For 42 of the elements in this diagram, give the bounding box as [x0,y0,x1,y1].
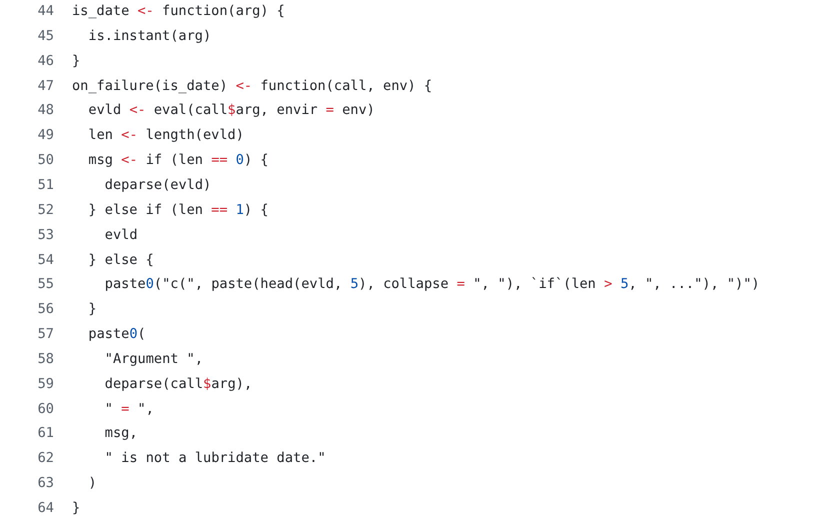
code-line: evld [104,226,138,244]
code-line: } [88,300,97,318]
line-number: 58 [36,350,54,368]
code-line: deparse(call$arg), [104,374,252,393]
code-line: len <- length(evld) [88,126,244,144]
code-line: evld <- eval(call$arg, envir = env) [88,101,375,120]
code-line: } [72,52,80,70]
line-number: 55 [36,275,54,294]
line-number: 57 [36,325,54,344]
line-number: 49 [36,126,54,144]
line-number: 60 [36,400,54,418]
line-number: 50 [36,151,54,170]
line-number: 47 [36,76,54,95]
code-line: is.instant(arg) [88,26,212,45]
code-line: ) [88,474,97,492]
code-line: " is not a lubridate date." [104,449,326,468]
code-line: "Argument ", [104,350,204,368]
code-line: paste0( [88,325,146,344]
line-number: 53 [36,226,54,244]
code-line: " = ", [104,400,154,418]
line-number: 54 [36,250,54,268]
line-number: 64 [36,499,54,517]
code-line: } else if (len == 1) { [88,200,268,219]
code-line: on_failure(is_date) <- function(call, env) { [72,76,432,95]
line-number: 61 [36,424,54,442]
line-number: 44 [36,2,54,20]
line-number: 59 [36,374,54,393]
code-line: is_date <- function(arg) { [72,2,285,20]
code-line: msg <- if (len == 0) { [88,151,268,170]
code-line: } else { [88,250,154,268]
code-line: msg, [104,424,138,442]
line-number: 52 [36,200,54,219]
line-number: 63 [36,474,54,492]
code-line: paste0("c(", paste(head(evld, 5), collapse = ", "), `if`(len > 5, ", ..."), ")") [104,275,760,294]
code-line: } [72,499,80,517]
line-number: 48 [36,101,54,120]
line-number: 46 [36,52,54,70]
line-number: 51 [36,176,54,194]
line-number: 62 [36,449,54,468]
line-number: 45 [36,26,54,45]
line-number: 56 [36,300,54,318]
code-line: deparse(evld) [104,176,212,194]
